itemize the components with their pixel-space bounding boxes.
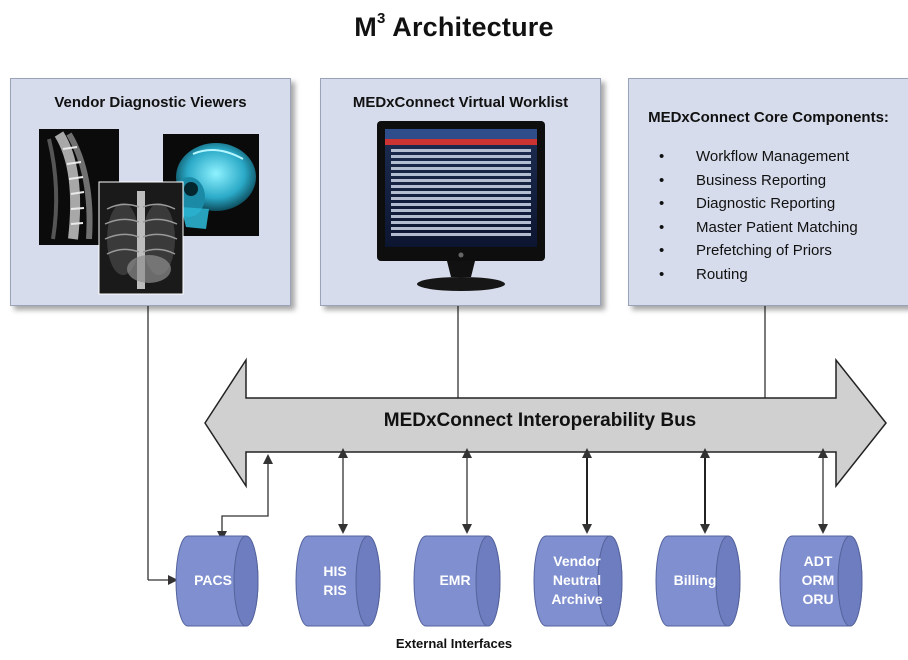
interoperability-bus-label: MEDxConnect Interoperability Bus <box>383 410 697 431</box>
title-suffix: Architecture <box>385 12 554 42</box>
list-item: • Workflow Management <box>659 145 858 169</box>
interface-label-his-ris: HIS RIS <box>323 563 347 598</box>
interface-label-vna: Vendor Neutral Archive <box>551 553 603 607</box>
bullet-icon: • <box>659 265 665 283</box>
panel-vendor-viewers: Vendor Diagnostic Viewers <box>10 78 291 306</box>
list-item: • Business Reporting <box>659 169 858 193</box>
cylinder-billing <box>655 535 741 627</box>
list-item: • Prefetching of Priors <box>659 239 858 263</box>
medical-images-collage <box>39 129 259 295</box>
core-item-label: Business Reporting <box>696 171 827 189</box>
monitor-illustration <box>377 121 545 291</box>
title-superscript: 3 <box>377 10 386 27</box>
list-item: • Routing <box>659 263 858 287</box>
panel-core-components-title: MEDxConnect Core Components: <box>648 109 889 126</box>
panel-core-components: MEDxConnect Core Components: • Workflow M… <box>628 78 908 306</box>
monitor-icon <box>377 121 545 291</box>
diagram-title: M3 Architecture <box>0 10 908 43</box>
bullet-icon: • <box>659 195 665 213</box>
core-item-label: Prefetching of Priors <box>696 242 832 260</box>
bullet-icon: • <box>659 171 665 189</box>
cylinder-pacs <box>175 535 259 627</box>
interface-label-pacs: PACS <box>194 572 232 588</box>
chest-xray-image <box>98 181 184 295</box>
panel-virtual-worklist-title: MEDxConnect Virtual Worklist <box>352 94 569 111</box>
external-interfaces-caption: External Interfaces <box>395 636 513 651</box>
cylinder-adt-orm-oru <box>779 535 863 627</box>
bullet-icon: • <box>659 218 665 236</box>
list-item: • Master Patient Matching <box>659 216 858 240</box>
core-components-list: • Workflow Management • Business Reporting… <box>659 145 858 287</box>
title-main: M <box>354 12 377 42</box>
panel-vendor-viewers-title: Vendor Diagnostic Viewers <box>54 94 247 111</box>
bullet-icon: • <box>659 242 665 260</box>
interface-label-emr: EMR <box>439 572 471 588</box>
cylinder-vna <box>533 535 623 627</box>
bullet-icon: • <box>659 148 665 165</box>
core-item-label: Master Patient Matching <box>696 218 858 236</box>
core-item-label: Workflow Management <box>696 148 850 165</box>
cylinder-emr <box>413 535 501 627</box>
core-item-label: Routing <box>696 265 748 283</box>
interface-label-billing: Billing <box>673 572 717 588</box>
list-item: • Diagnostic Reporting <box>659 192 858 216</box>
core-item-label: Diagnostic Reporting <box>696 195 836 213</box>
pacs-bus-arrow <box>217 454 273 541</box>
cylinder-his-ris <box>295 535 381 627</box>
panel-virtual-worklist: MEDxConnect Virtual Worklist <box>320 78 601 306</box>
interface-label-adt-orm-oru: ADT ORM ORU <box>801 553 835 607</box>
